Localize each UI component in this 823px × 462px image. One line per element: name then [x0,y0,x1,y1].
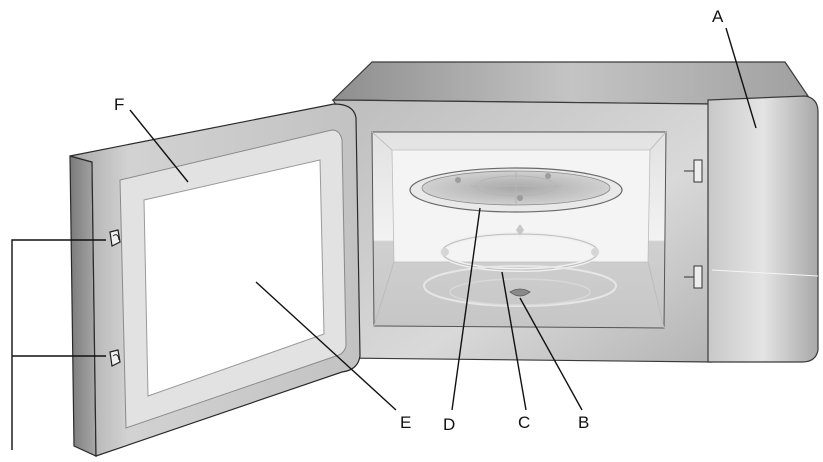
hook-bracket [11,239,106,450]
callout-labels: A F E D C B [114,7,724,434]
label-e: E [400,413,411,432]
label-f: F [114,95,124,114]
door-hook-lower [109,349,121,367]
leader-e [255,281,397,411]
oven-cavity [371,131,667,329]
leader-c [501,271,527,411]
label-b: B [578,413,589,432]
roller-ring [440,224,600,272]
leader-d [451,207,481,411]
label-c: C [518,413,530,432]
glass-turntable [409,167,623,213]
control-panel [707,95,819,363]
panel-highlight [711,269,819,277]
body-top [331,61,810,105]
label-a: A [712,7,724,26]
latch-holes [684,159,703,289]
leader-lines [129,27,757,411]
leader-a [725,27,757,129]
leader-b [519,297,583,411]
door-hook-upper [109,229,121,247]
label-d: D [443,415,455,434]
door-window [143,159,325,397]
leader-f [129,109,189,183]
floor-ring-inner [449,278,591,306]
open-door [69,103,361,457]
floor-ring-outer [423,265,617,307]
coupler [509,288,531,297]
